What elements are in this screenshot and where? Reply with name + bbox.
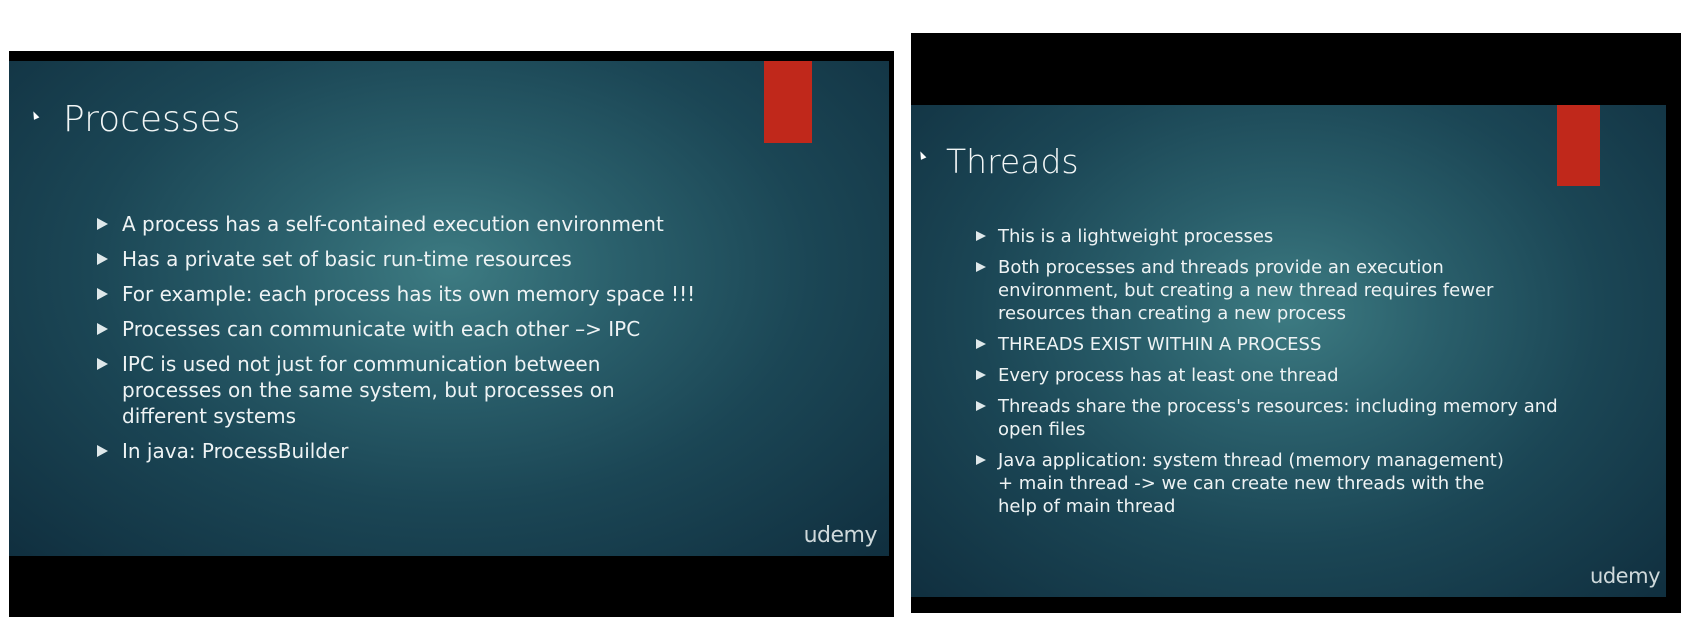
bullet-text: A process has a self-contained execution…: [122, 212, 664, 236]
bullet-text: This is a lightweight processes: [998, 226, 1274, 247]
bullet-arrow-icon: [97, 288, 108, 300]
bullet-item: Has a private set of basic run-time reso…: [97, 246, 757, 272]
bullet-arrow-icon: [97, 445, 108, 457]
bullet-arrow-icon: [976, 370, 986, 380]
mouse-cursor-icon: [30, 110, 40, 120]
bullet-arrow-icon: [97, 358, 108, 370]
bullet-item: THREADS EXIST WITHIN A PROCESS: [976, 333, 1536, 356]
bullet-arrow-icon: [97, 253, 108, 265]
bullet-arrow-icon: [976, 401, 986, 411]
bullet-text: For example: each process has its own me…: [122, 282, 696, 306]
accent-bar: [1557, 105, 1600, 186]
udemy-logo: udemy: [1590, 564, 1660, 588]
bullet-arrow-icon: [976, 262, 986, 272]
bullet-text: IPC is used not just for communication b…: [122, 352, 615, 428]
bullet-text: Has a private set of basic run-time reso…: [122, 247, 572, 271]
threads-slide: Threads This is a lightweight processes …: [911, 105, 1666, 597]
udemy-logo: udemy: [803, 523, 878, 548]
bullet-item: A process has a self-contained execution…: [97, 211, 757, 237]
bullet-item: Processes can communicate with each othe…: [97, 316, 757, 342]
bullet-text: THREADS EXIST WITHIN A PROCESS: [998, 334, 1322, 355]
left-video-frame: Processes A process has a self-contained…: [9, 51, 894, 617]
bullet-list: This is a lightweight processes Both pro…: [976, 225, 1558, 526]
bullet-item: This is a lightweight processes: [976, 225, 1536, 248]
bullet-text: Processes can communicate with each othe…: [122, 317, 641, 341]
bullet-item: IPC is used not just for communication b…: [97, 351, 642, 429]
bullet-arrow-icon: [976, 231, 986, 241]
bullet-arrow-icon: [97, 323, 108, 335]
slide-title: Processes: [63, 99, 241, 140]
bullet-text: In java: ProcessBuilder: [122, 439, 349, 463]
mouse-cursor-icon: [917, 150, 927, 160]
bullet-text: Java application: system thread (memory …: [998, 450, 1504, 517]
bullet-arrow-icon: [976, 339, 986, 349]
bullet-item: Every process has at least one thread: [976, 364, 1536, 387]
bullet-item: Both processes and threads provide an ex…: [976, 256, 1528, 325]
slide-title: Threads: [946, 142, 1079, 181]
bullet-text: Threads share the process's resources: i…: [998, 396, 1558, 440]
bullet-text: Every process has at least one thread: [998, 365, 1339, 386]
bullet-arrow-icon: [97, 218, 108, 230]
bullet-list: A process has a self-contained execution…: [97, 211, 757, 473]
bullet-item: Java application: system thread (memory …: [976, 449, 1518, 518]
processes-slide: Processes A process has a self-contained…: [9, 61, 889, 556]
bullet-arrow-icon: [976, 455, 986, 465]
bullet-item: In java: ProcessBuilder: [97, 438, 757, 464]
right-video-frame: Threads This is a lightweight processes …: [911, 33, 1681, 613]
bullet-item: For example: each process has its own me…: [97, 281, 757, 307]
accent-bar: [764, 61, 812, 143]
bullet-item: Threads share the process's resources: i…: [976, 395, 1558, 441]
bullet-text: Both processes and threads provide an ex…: [998, 257, 1494, 324]
